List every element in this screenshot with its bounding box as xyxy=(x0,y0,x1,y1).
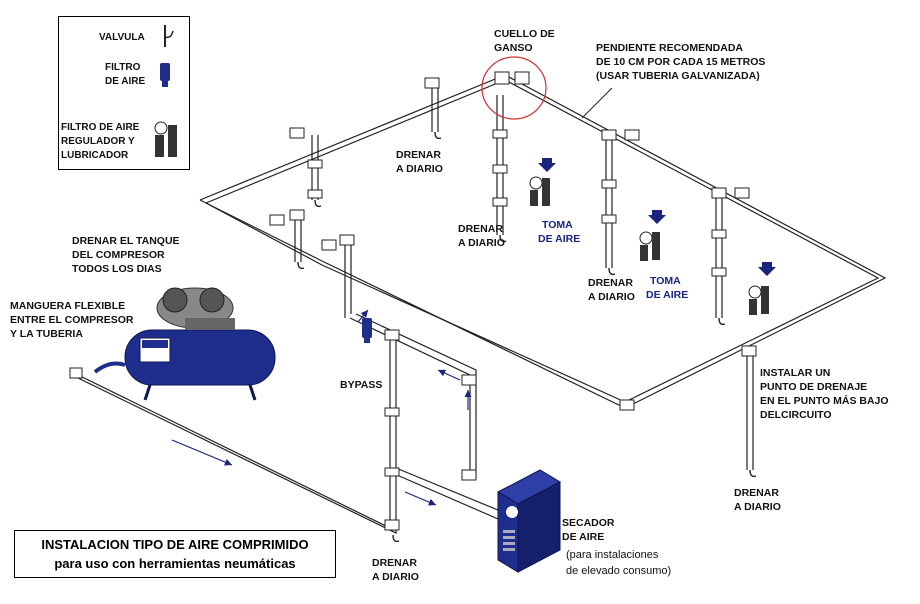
filter-icon xyxy=(160,63,170,87)
drain-label-4b: A DIARIO xyxy=(734,501,781,513)
dryer-label-1: SECADOR xyxy=(562,517,615,529)
frl-unit-2-icon xyxy=(639,210,666,261)
drain-label-1b: A DIARIO xyxy=(396,163,443,175)
dryer-label-3: (para instalaciones xyxy=(566,549,659,561)
frl-unit-3-icon xyxy=(748,262,776,315)
supply-pipe xyxy=(71,240,511,534)
title-line-2: para uso con herramientas neumáticas xyxy=(54,556,296,571)
hose-label-3: Y LA TUBERIA xyxy=(10,328,83,340)
drain-label-3a: DRENAR xyxy=(588,277,633,289)
drain-label-4a: DRENAR xyxy=(734,487,779,499)
air-dryer-icon xyxy=(496,469,562,573)
low-point-label-1: INSTALAR UN xyxy=(760,367,830,379)
drain-tank-label-2: DEL COMPRESOR xyxy=(72,249,165,261)
outlet-label-2b: DE AIRE xyxy=(646,289,688,301)
slope-label-1: PENDIENTE RECOMENDADA xyxy=(596,42,743,54)
title-line-1: INSTALACION TIPO DE AIRE COMPRIMIDO xyxy=(41,537,309,552)
dryer-label-2: DE AIRE xyxy=(562,531,604,543)
bypass-filter-icon xyxy=(362,318,372,343)
low-point-label-2: PUNTO DE DRENAJE xyxy=(760,381,867,393)
pipe-drops xyxy=(294,85,754,470)
frl-unit-1-icon xyxy=(529,158,556,206)
outlet-label-2a: TOMA xyxy=(650,275,681,287)
legend-filter-label-2: DE AIRE xyxy=(105,76,146,87)
drain-label-1a: DRENAR xyxy=(396,149,441,161)
legend-frl-label-2: REGULADOR Y xyxy=(61,136,135,147)
compressor-icon xyxy=(93,287,276,401)
flow-arrows xyxy=(171,309,472,506)
drain-valves xyxy=(297,131,757,543)
slope-label-3: (USAR TUBERIA GALVANIZADA) xyxy=(596,70,760,82)
gooseneck-highlight xyxy=(481,56,547,120)
hose-label-2: ENTRE EL COMPRESOR xyxy=(10,314,134,326)
drain-tank-label-1: DRENAR EL TANQUE xyxy=(72,235,180,247)
legend: VALVULA FILTRO DE AIRE FILTRO DE AIRE RE… xyxy=(58,16,190,170)
hose-label-1: MANGUERA FLEXIBLE xyxy=(10,300,125,312)
gooseneck-label-2: GANSO xyxy=(494,42,533,54)
main-pipe-loop xyxy=(199,74,887,409)
dryer-label-4: de elevado consumo) xyxy=(566,565,671,577)
slope-leader xyxy=(581,87,613,119)
gooseneck-label-1: CUELLO DE xyxy=(494,28,555,40)
low-point-label-3: EN EL PUNTO MÁS BAJO xyxy=(760,394,889,407)
drain-label-2b: A DIARIO xyxy=(458,237,505,249)
legend-frl-label-3: LUBRICADOR xyxy=(61,150,129,161)
outlet-label-1a: TOMA xyxy=(542,219,573,231)
drain-label-2a: DRENAR xyxy=(458,223,503,235)
bypass-label: BYPASS xyxy=(340,379,382,391)
drain-label-3b: A DIARIO xyxy=(588,291,635,303)
diagram-title: INSTALACION TIPO DE AIRE COMPRIMIDO para… xyxy=(14,530,336,578)
valve-icon xyxy=(164,25,174,47)
frl-icon xyxy=(154,121,177,157)
drain-tank-label-3: TODOS LOS DIAS xyxy=(72,263,162,275)
legend-valve-label: VALVULA xyxy=(99,32,145,43)
drain-label-5b: A DIARIO xyxy=(372,571,419,583)
low-point-label-4: DELCIRCUITO xyxy=(760,409,832,421)
drain-label-5a: DRENAR xyxy=(372,557,417,569)
legend-filter-label-1: FILTRO xyxy=(105,62,141,73)
pipe-fittings xyxy=(69,71,757,531)
slope-label-2: DE 10 CM POR CADA 15 METROS xyxy=(596,56,765,68)
legend-frl-label-1: FILTRO DE AIRE xyxy=(61,122,140,133)
outlet-label-1b: DE AIRE xyxy=(538,233,580,245)
